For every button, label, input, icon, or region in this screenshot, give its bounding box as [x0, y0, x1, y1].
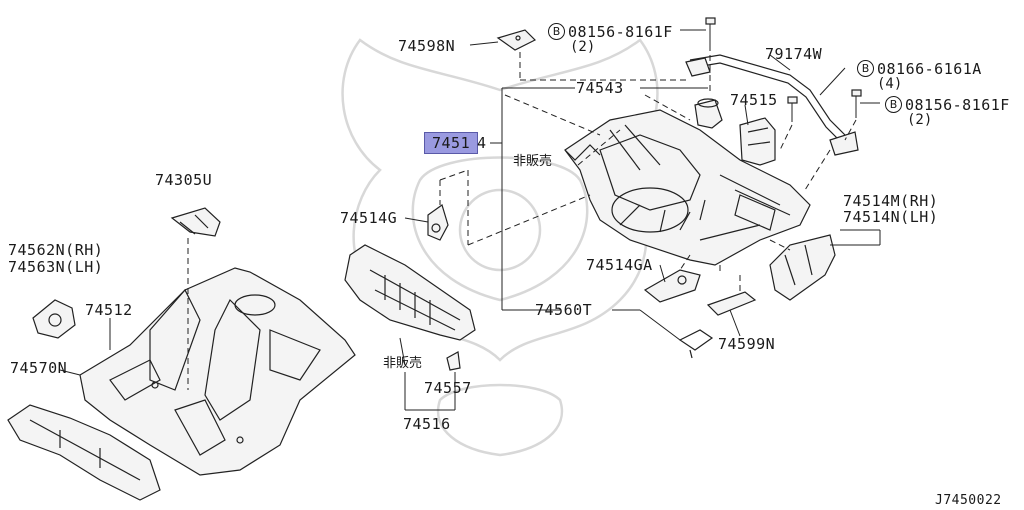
label-74514G[interactable]: 74514G — [340, 209, 398, 227]
label-74305U[interactable]: 74305U — [155, 171, 213, 189]
part-74305U — [170, 207, 221, 237]
label-bolt-08156-8161F-right[interactable]: 08156-8161F — [905, 96, 1010, 114]
bolt-symbol-right2: B — [885, 96, 902, 113]
label-74599N[interactable]: 74599N — [718, 335, 776, 353]
label-bolt-right1-qty: (4) — [877, 76, 903, 92]
plate-74598N — [496, 29, 537, 51]
side-panel-74514M-N — [769, 234, 836, 301]
label-74570N[interactable]: 74570N — [10, 359, 68, 377]
watermark-crest — [341, 38, 659, 457]
label-74516[interactable]: 74516 — [403, 415, 451, 433]
highlight-74514 — [424, 132, 478, 154]
label-bolt-top-qty: (2) — [570, 39, 596, 55]
label-74514M-RH[interactable]: 74514M(RH) — [843, 192, 939, 210]
label-74563N-LH[interactable]: 74563N(LH) — [8, 258, 104, 276]
bolt-symbol-top: B — [548, 23, 565, 40]
crossmember-74516 — [344, 244, 476, 341]
label-74512[interactable]: 74512 — [85, 301, 133, 319]
mount-74543 — [694, 98, 723, 129]
bolts — [705, 17, 862, 122]
front-floor-74512 — [79, 267, 356, 476]
leader-lines — [59, 29, 881, 411]
label-74514GA[interactable]: 74514GA — [586, 256, 653, 274]
label-not-for-sale-2: 非販売 — [383, 356, 423, 371]
label-74562N-RH[interactable]: 74562N(RH) — [8, 241, 104, 259]
label-79174W[interactable]: 79174W — [765, 45, 823, 63]
label-bolt-08166-6161A[interactable]: 08166-6161A — [877, 60, 982, 78]
label-74514-suffix: 4 — [477, 134, 487, 152]
dashed-lines — [187, 45, 857, 390]
diagram-id: J7450022 — [935, 493, 1002, 508]
clip-74557 — [446, 351, 461, 371]
label-74515[interactable]: 74515 — [730, 91, 778, 109]
label-74557[interactable]: 74557 — [424, 379, 472, 397]
label-74514-prefix[interactable]: 7451 — [432, 134, 471, 152]
brace-79174W — [685, 54, 859, 156]
bracket-74562N-74563N — [32, 299, 76, 339]
label-bolt-08156-8161F-top[interactable]: 08156-8161F — [568, 23, 673, 41]
plate-74599N — [706, 291, 757, 316]
label-74543[interactable]: 74543 — [576, 79, 624, 97]
bolt-symbol-right1: B — [857, 60, 874, 77]
floor-pan-74543 — [564, 109, 811, 266]
member-74570N — [7, 404, 161, 501]
label-74560T[interactable]: 74560T — [535, 301, 593, 319]
bracket-74514GA — [643, 269, 701, 303]
label-not-for-sale-1: 非販売 — [513, 154, 553, 169]
bracket-74515 — [739, 117, 776, 166]
label-bolt-right2-qty: (2) — [907, 112, 933, 128]
label-74514N-LH[interactable]: 74514N(LH) — [843, 208, 939, 226]
bracket-74514G — [427, 204, 449, 241]
clip-74560T — [678, 329, 714, 359]
label-74598N[interactable]: 74598N — [398, 37, 456, 55]
